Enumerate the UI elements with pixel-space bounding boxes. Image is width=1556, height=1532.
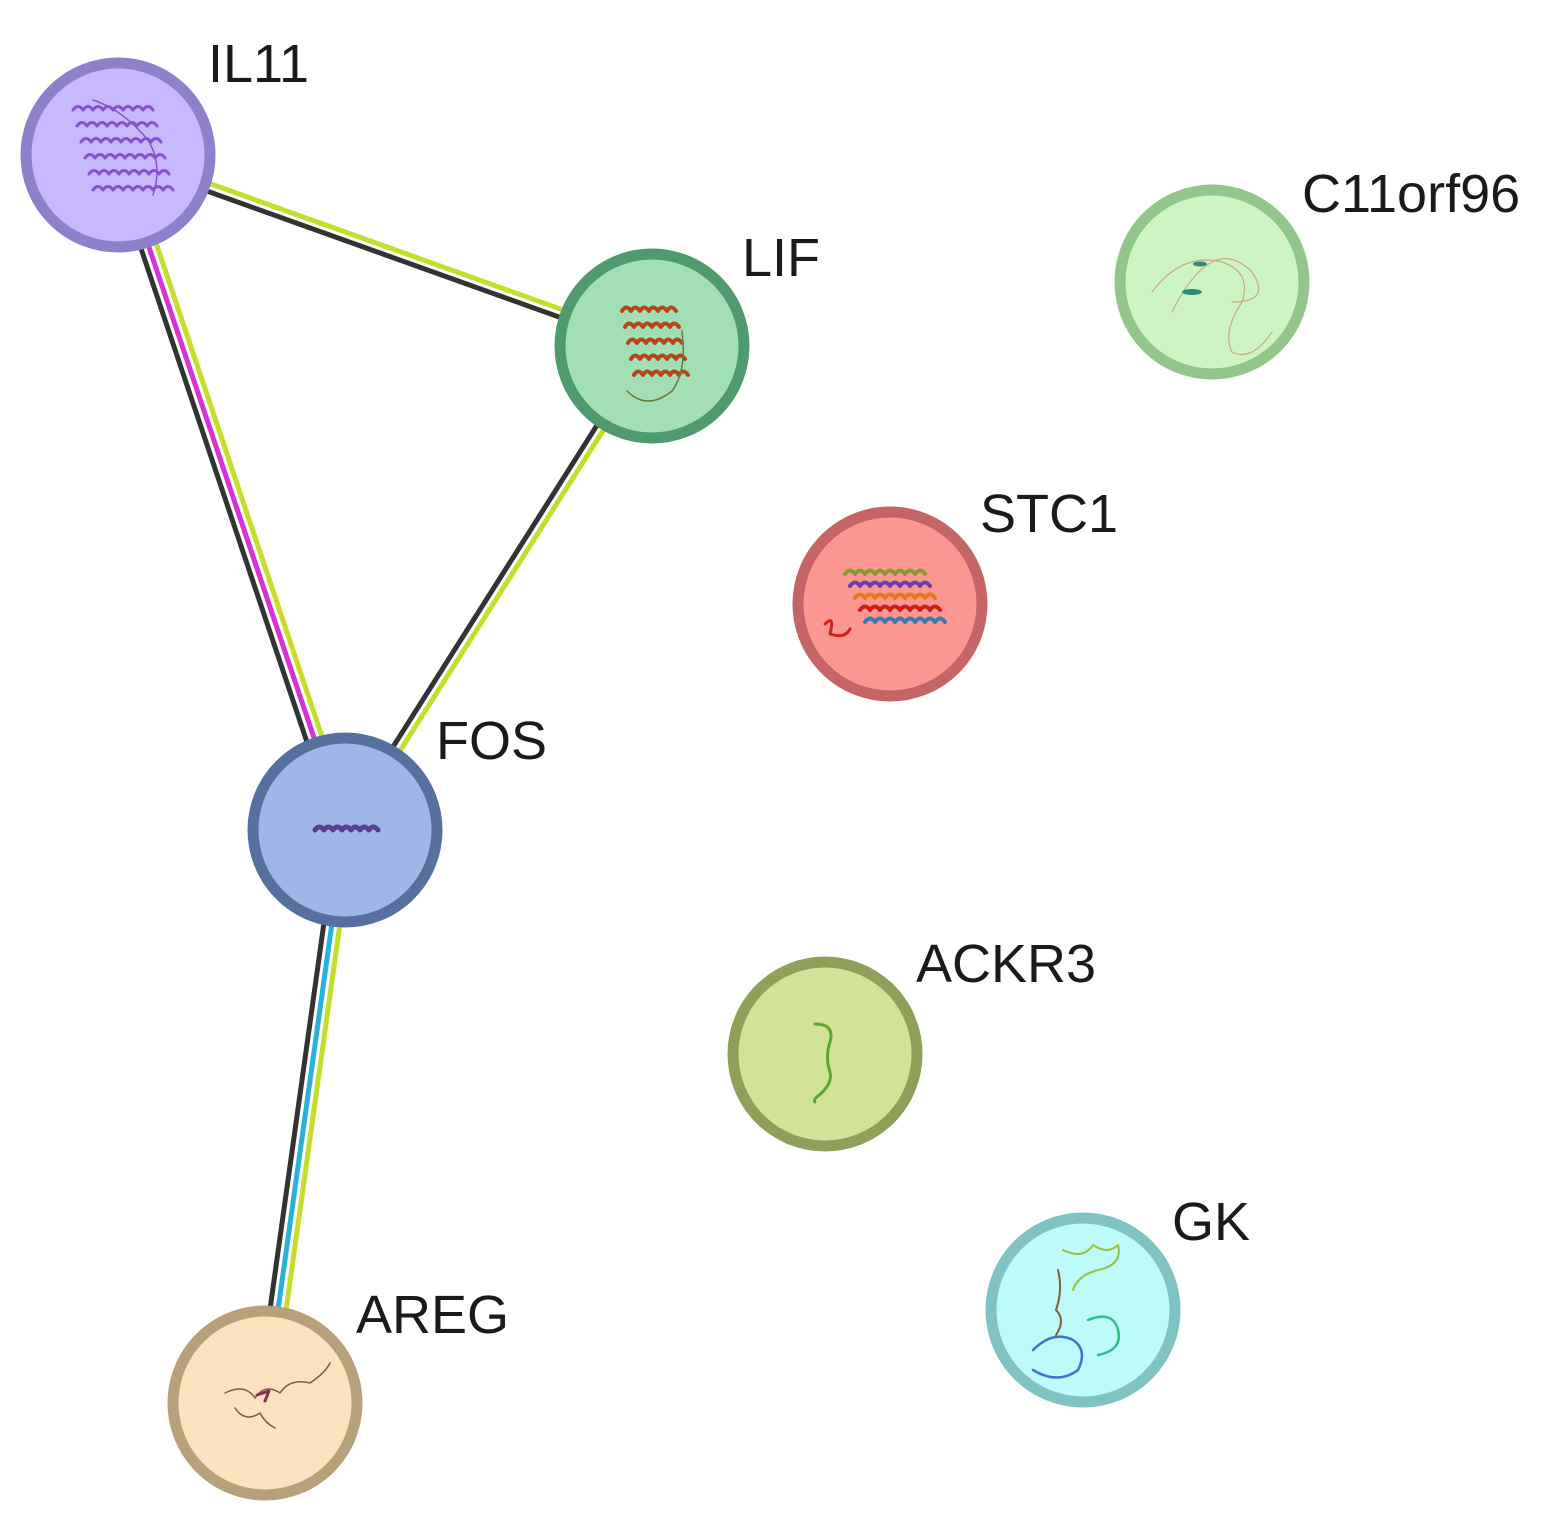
- structure-glyph: [858, 604, 942, 612]
- node-circle-stc1[interactable]: [792, 506, 988, 702]
- node-label-gk: GK: [1172, 1192, 1250, 1252]
- structure-glyph: [83, 153, 167, 160]
- structure-glyph: [812, 1022, 833, 1104]
- node-label-ackr3: ACKR3: [916, 934, 1096, 994]
- structure-glyph: [224, 1362, 331, 1399]
- protein-structure-c11orf96: [1151, 258, 1273, 356]
- protein-structure-areg: [224, 1362, 331, 1429]
- structure-glyph: [312, 824, 381, 833]
- structure-glyph: [853, 592, 937, 600]
- protein-structure-lif: [620, 305, 690, 402]
- structure-glyph: [848, 580, 932, 588]
- structure-glyph: [1171, 258, 1260, 313]
- node-label-areg: AREG: [356, 1285, 509, 1345]
- node-label-lif: LIF: [742, 228, 820, 288]
- protein-structure-il11: [71, 99, 175, 196]
- structure-glyph: [87, 169, 171, 176]
- structure-glyph: [234, 1407, 276, 1429]
- node-c11orf96[interactable]: C11orf96: [1114, 164, 1520, 380]
- evidence-line: [107, 155, 340, 836]
- node-label-stc1: STC1: [980, 484, 1118, 544]
- structure-glyph: [1182, 289, 1202, 295]
- protein-structure-fos: [312, 824, 381, 833]
- node-areg[interactable]: AREG: [167, 1285, 509, 1501]
- node-label-fos: FOS: [436, 711, 547, 771]
- node-circle-c11orf96[interactable]: [1114, 184, 1310, 380]
- structure-glyph: [623, 321, 681, 329]
- protein-structure-ackr3: [812, 1022, 833, 1104]
- structure-glyph: [1055, 1269, 1062, 1336]
- structure-glyph: [1193, 261, 1207, 267]
- node-circle-areg[interactable]: [167, 1305, 363, 1501]
- node-circle-ackr3[interactable]: [727, 956, 923, 1152]
- evidence-line: [115, 152, 348, 833]
- edge-il11-fos: [107, 149, 356, 836]
- structure-glyph: [92, 99, 158, 196]
- structure-glyph: [255, 1389, 271, 1403]
- structure-glyph: [75, 121, 159, 128]
- node-circle-gk[interactable]: [985, 1212, 1181, 1408]
- node-lif[interactable]: LIF: [554, 228, 820, 444]
- node-fos[interactable]: FOS: [247, 711, 547, 928]
- structure-glyph: [629, 353, 687, 361]
- structure-glyph: [626, 337, 684, 345]
- structure-glyph: [620, 305, 678, 313]
- structure-glyph: [1062, 1244, 1120, 1291]
- structure-glyph: [91, 185, 175, 192]
- structure-glyph: [632, 369, 690, 377]
- node-stc1[interactable]: STC1: [792, 484, 1118, 702]
- evidence-line: [123, 149, 356, 830]
- protein-structure-gk: [1031, 1244, 1121, 1379]
- structure-glyph: [626, 330, 684, 402]
- structure-glyph: [823, 619, 852, 638]
- protein-structure-stc1: [823, 568, 947, 638]
- structure-glyph: [863, 616, 947, 624]
- structure-glyph: [843, 568, 927, 576]
- structure-glyph: [1086, 1315, 1121, 1357]
- structure-glyph: [1031, 1335, 1084, 1379]
- node-label-c11orf96: C11orf96: [1302, 164, 1520, 224]
- node-ackr3[interactable]: ACKR3: [727, 934, 1096, 1152]
- node-il11[interactable]: IL11: [20, 34, 309, 253]
- node-gk[interactable]: GK: [985, 1192, 1250, 1408]
- node-circle-lif[interactable]: [554, 248, 750, 444]
- node-label-il11: IL11: [208, 34, 309, 94]
